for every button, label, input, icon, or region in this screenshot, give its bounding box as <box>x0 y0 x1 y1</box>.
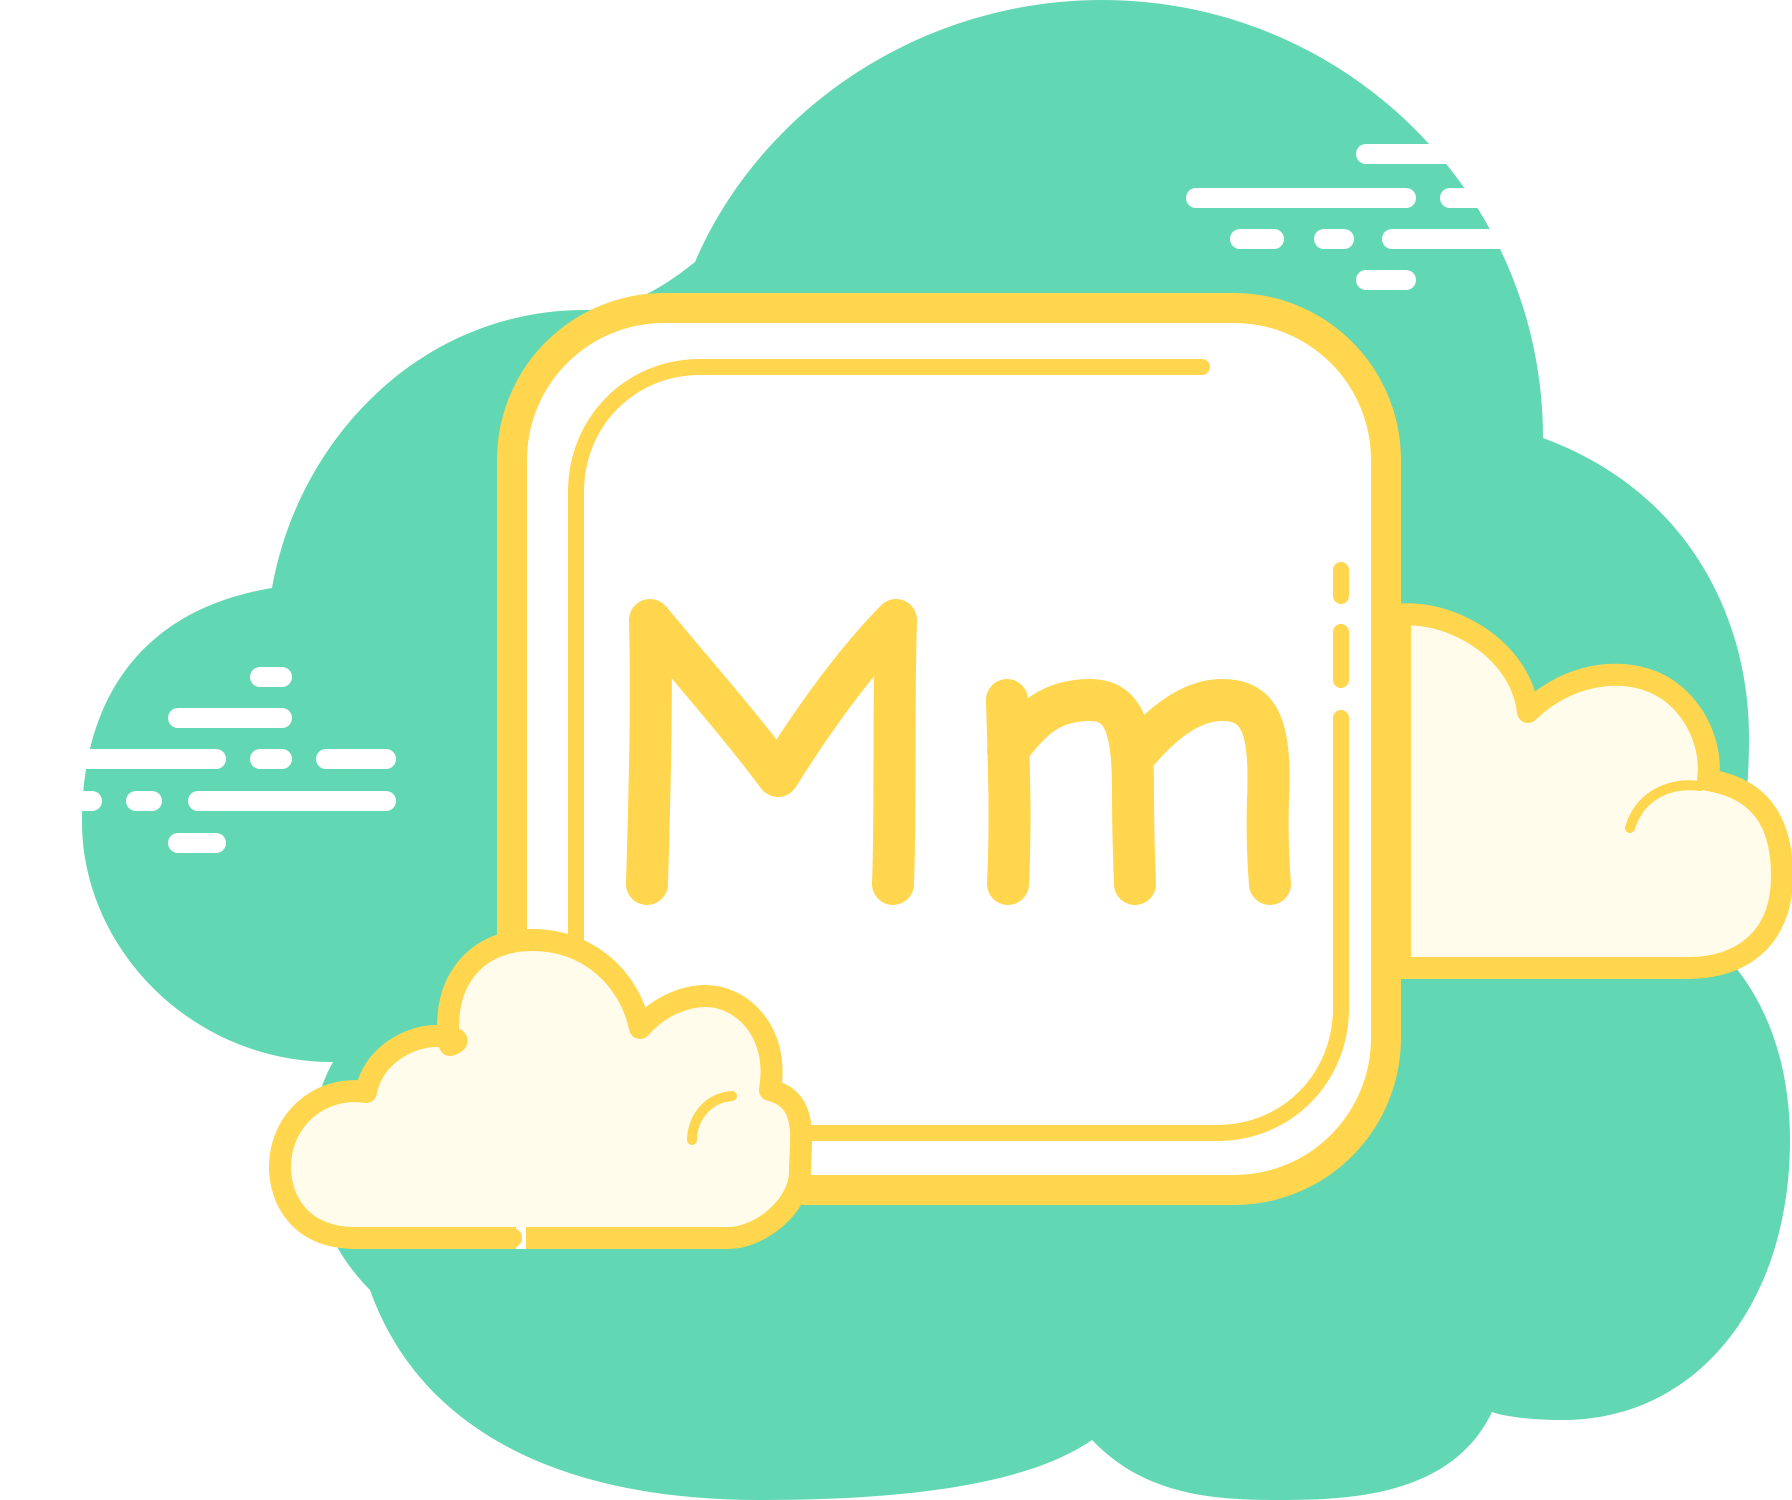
right-cloud-curl <box>1625 780 1705 833</box>
lowercase-m-glyph <box>986 679 1291 905</box>
letter-card-inner-frame <box>568 359 1210 1048</box>
right-cloud-shape <box>1369 603 1792 979</box>
streaks-left <box>0 667 396 853</box>
letter-card-outer <box>497 293 1401 1205</box>
left-cloud-curl <box>687 1091 737 1145</box>
uppercase-m-glyph <box>626 599 917 905</box>
right-cloud <box>1369 603 1792 979</box>
letter-card: Mm <box>497 293 1401 1205</box>
letter-card-inner-frame-bottom <box>732 710 1349 1141</box>
letter-glyphs <box>626 599 1291 905</box>
left-cloud-shape <box>269 929 813 1249</box>
streaks-top-right <box>1186 144 1604 290</box>
